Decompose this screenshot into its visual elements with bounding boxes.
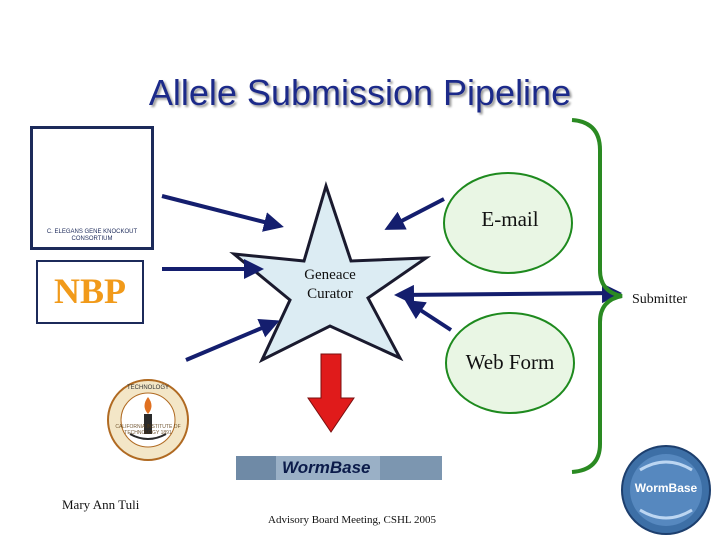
curator-line-1: Geneace xyxy=(304,267,356,283)
submitter-label: Submitter xyxy=(632,292,688,307)
web-form-bubble xyxy=(445,312,575,414)
caltech-logo: TECHNOLOGY xyxy=(107,379,189,461)
down-arrow xyxy=(307,353,355,433)
page-title: Allele Submission Pipeline xyxy=(148,72,572,113)
consortium-logo-frame: C. ELEGANS GENE KNOCKOUT CONSORTIUM xyxy=(30,126,154,250)
email-bubble xyxy=(443,172,573,274)
curator-label: Geneace Curator xyxy=(290,266,370,304)
caltech-logo-text: CALIFORNIA INSTITUTE OF TECHNOLOGY 1891 xyxy=(115,424,181,436)
email-label: E-mail xyxy=(481,207,539,231)
svg-text:TECHNOLOGY: TECHNOLOGY xyxy=(127,385,169,391)
web-form-label: Web Form xyxy=(465,350,555,374)
arrow-caltech-to-curator xyxy=(185,319,280,362)
wormbase-banner-logo xyxy=(236,456,442,480)
arrow-email-to-curator xyxy=(384,197,445,230)
wormbase-banner-text: WormBase xyxy=(282,458,371,477)
consortium-logo-text: C. ELEGANS GENE KNOCKOUT CONSORTIUM xyxy=(46,229,138,242)
curator-star xyxy=(229,180,432,364)
footer-author: Mary Ann Tuli xyxy=(62,497,140,512)
wormbase-round-text: WormBase xyxy=(634,481,698,495)
submitter-bracket xyxy=(571,118,623,474)
footer-meeting: Advisory Board Meeting, CSHL 2005 xyxy=(268,514,436,526)
wormbase-round-logo xyxy=(621,445,711,535)
arrow-consortium-to-curator xyxy=(161,194,284,232)
arrow-webform-to-curator xyxy=(404,299,453,332)
arrow-submitter-to-curator xyxy=(394,283,622,305)
nbp-box: NBP xyxy=(36,260,144,324)
nbp-label: NBP xyxy=(54,271,126,311)
curator-line-2: Curator xyxy=(307,286,353,302)
